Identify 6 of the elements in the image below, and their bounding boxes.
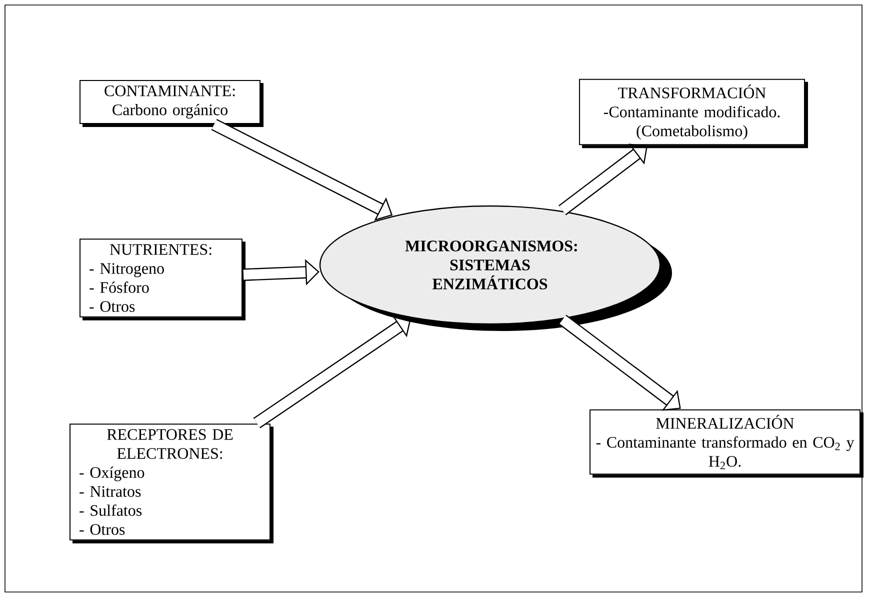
text-box: MINERALIZACIÓN - Contaminante transformado en CO$_{2}$ y H$_{2}$O. [590, 409, 860, 475]
block-arrow [558, 314, 681, 411]
text-box: CONTAMINANTE: Carbono orgánico [80, 80, 260, 124]
text-box: NUTRIENTES: - Nitrogeno - Fósforo - Otros [80, 238, 242, 318]
text-box: TRANSFORMACIÓN -Contaminante modificado. (Cometabolismo) [579, 78, 805, 146]
text-box: RECEPTORES DE ELECTRONES: - Oxígeno - Nitratos - Sulfatos - Otros [70, 424, 270, 540]
